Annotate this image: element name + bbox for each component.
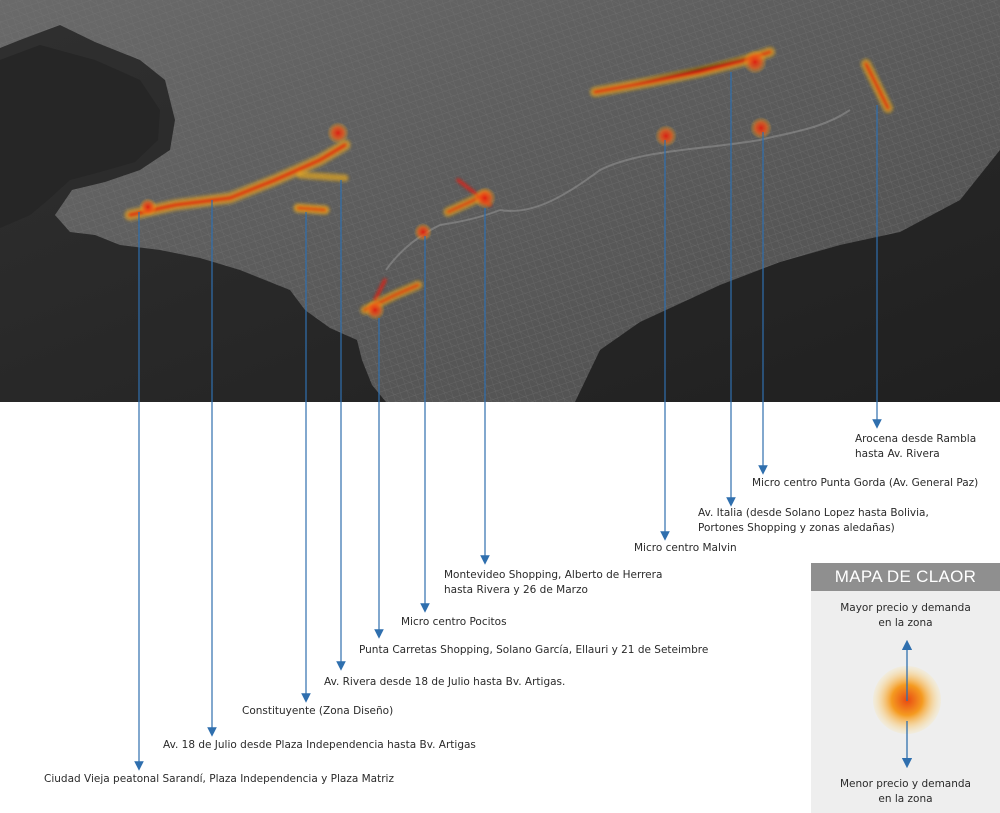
caption-malvin: Micro centro Malvin — [634, 542, 737, 554]
bay-area — [0, 45, 160, 228]
caption-av-rivera: Av. Rivera desde 18 de Julio hasta Bv. A… — [324, 676, 566, 688]
caption-line: hasta Av. Rivera — [855, 448, 940, 460]
legend-title: MAPA DE CLAOR — [811, 563, 1000, 591]
caption-18-de-julio: Av. 18 de Julio desde Plaza Independenci… — [163, 739, 476, 751]
heat-spots — [139, 50, 772, 320]
caption-line: Arocena desde Rambla — [855, 433, 977, 445]
caption-ciudad-vieja: Ciudad Vieja peatonal Sarandí, Plaza Ind… — [44, 773, 394, 785]
caption-arocena: Arocena desde Rambla hasta Av. Rivera — [855, 432, 976, 462]
legend-graphic — [873, 639, 941, 769]
legend-line: en la zona — [878, 617, 933, 629]
legend-line: Mayor precio y demanda — [840, 602, 971, 614]
legend-line: Menor precio y demanda — [839, 778, 971, 790]
legend-line: en la zona — [878, 793, 933, 805]
caption-pocitos: Micro centro Pocitos — [401, 616, 507, 628]
caption-montevideo-shopping: Montevideo Shopping, Alberto de Herrera … — [444, 568, 662, 598]
caption-constituyente: Constituyente (Zona Diseño) — [242, 705, 394, 717]
caption-line: Av. Italia (desde Solano Lopez hasta Bol… — [698, 507, 929, 519]
caption-av-italia: Av. Italia (desde Solano Lopez hasta Bol… — [698, 506, 929, 536]
caption-punta-carretas: Punta Carretas Shopping, Solano García, … — [359, 644, 709, 656]
caption-line: Montevideo Shopping, Alberto de Herrera — [444, 569, 663, 581]
legend-high-text: Mayor precio y demanda en la zona — [811, 601, 1000, 631]
legend-low-text: Menor precio y demanda en la zona — [811, 777, 1000, 807]
caption-line: Portones Shopping y zonas aledañas) — [698, 522, 895, 534]
caption-line: hasta Rivera y 26 de Marzo — [444, 584, 588, 596]
heat-legend: MAPA DE CLAOR Mayor precio y demanda en … — [811, 563, 1000, 813]
caption-punta-gorda: Micro centro Punta Gorda (Av. General Pa… — [752, 477, 979, 489]
satellite-heat-map — [0, 0, 1000, 402]
